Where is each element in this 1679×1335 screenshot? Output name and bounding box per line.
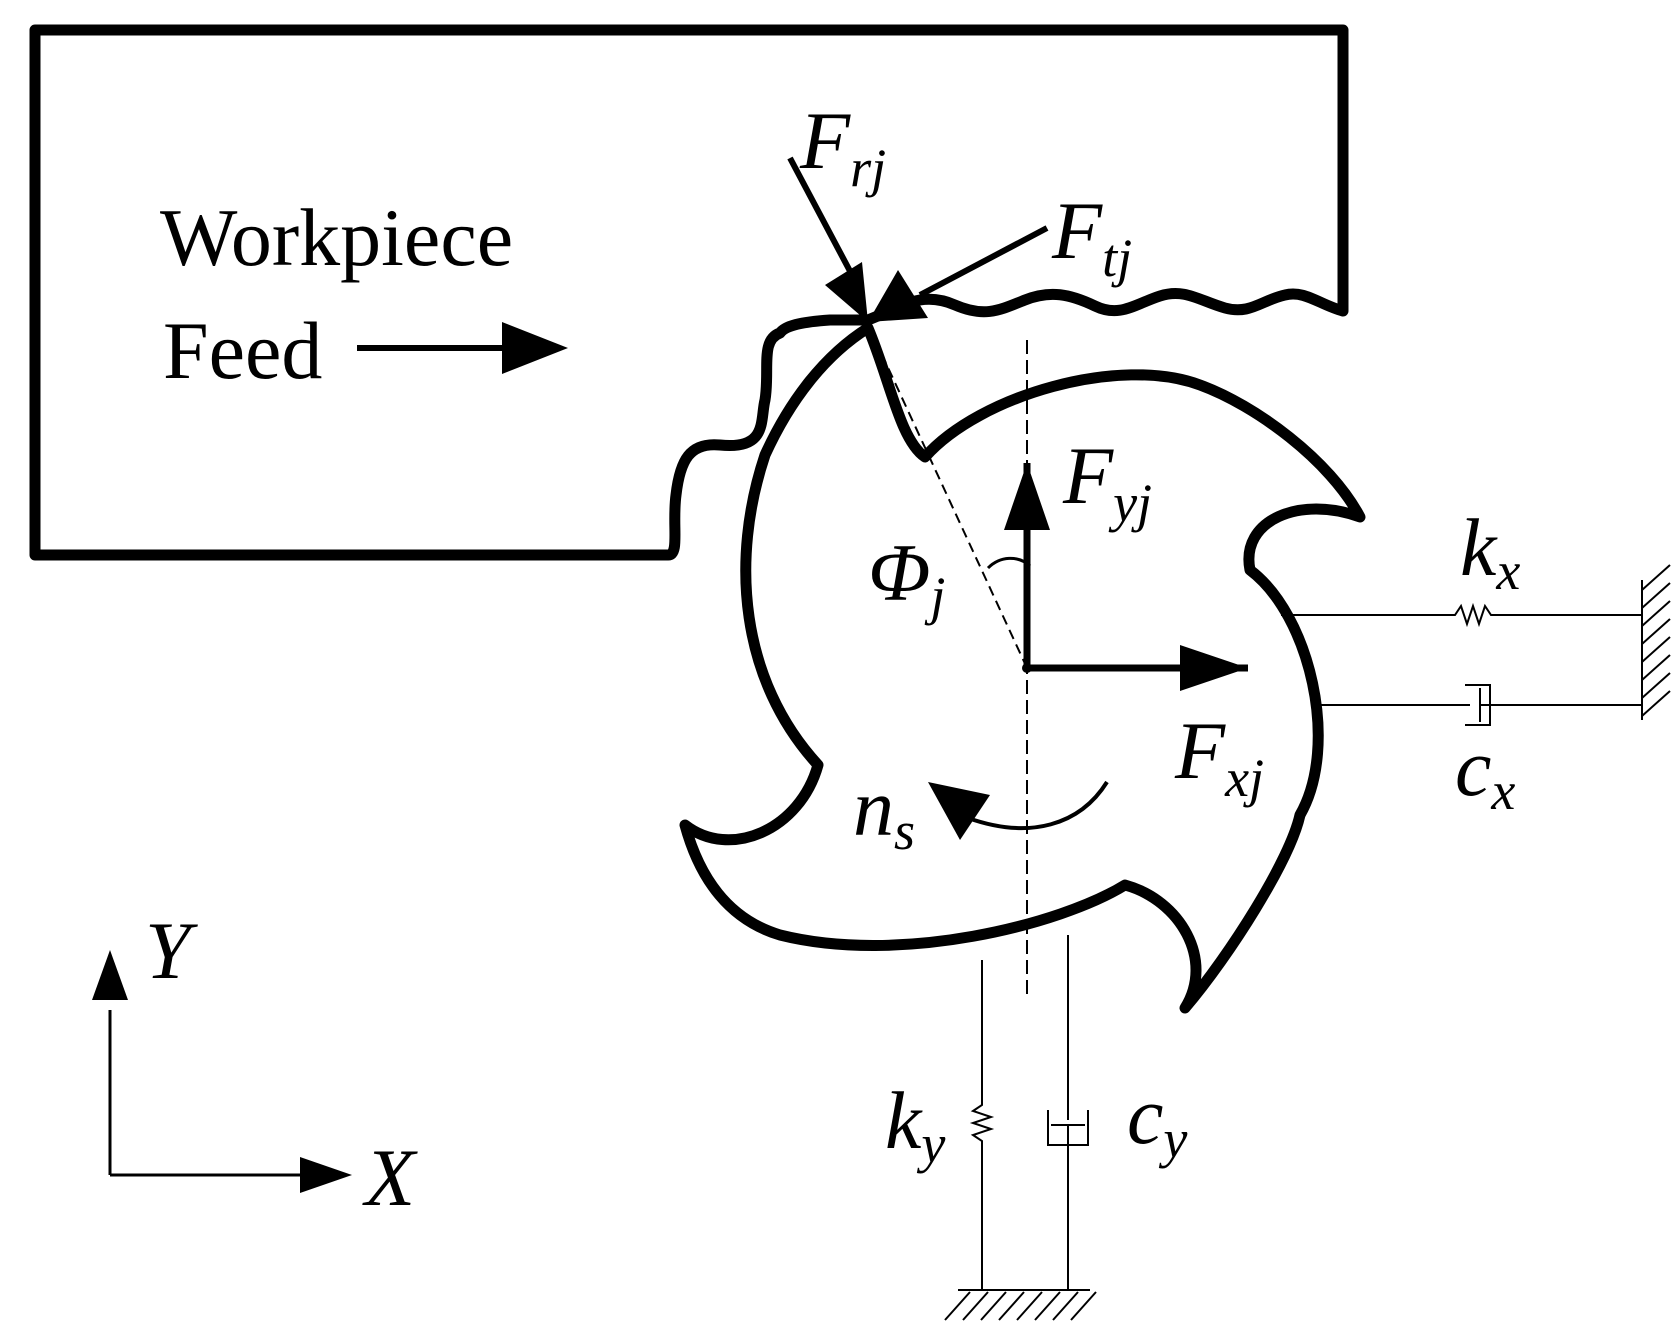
y-damper [1047,935,1089,1290]
x-spring [1281,602,1642,628]
y-force-label: Fyj [1062,430,1152,533]
spindle-speed-label: ns [853,762,915,861]
workpiece-label: Workpiece [160,192,513,283]
x-axis-arrowhead [300,1157,352,1193]
y-ground [944,1289,1097,1321]
feed-arrowhead [502,322,568,374]
ft-arrowhead [868,270,928,322]
x-force-label: Fxj [1174,705,1264,808]
tangential-force-label: Ftj [1051,185,1132,288]
damping-x-label: cx [1455,722,1515,821]
workpiece-outline [29,24,1349,561]
angle-label: Φj [868,527,945,626]
fx-arrowhead [1180,645,1248,691]
damping-y-label: cy [1127,1070,1187,1169]
stiffness-y-label: ky [885,1075,945,1174]
feed-label: Feed [163,305,322,396]
y-axis-arrowhead [92,950,128,1000]
y-spring [969,960,995,1290]
y-axis-label: Y [145,905,198,996]
fr-arrow [787,156,863,292]
cutter-tool [679,322,1366,1014]
fy-arrowhead [1004,463,1050,530]
rotation-arrowhead [928,782,990,840]
angle-reference-line [871,332,1028,669]
x-ground [1641,564,1671,720]
x-damper [1315,684,1642,726]
fr-arrowhead [825,262,868,322]
x-axis-label: X [362,1132,418,1223]
rotation-arc [967,780,1109,831]
stiffness-x-label: kx [1460,502,1520,601]
radial-force-label: Frj [799,95,886,198]
ft-arrow [918,225,1049,298]
